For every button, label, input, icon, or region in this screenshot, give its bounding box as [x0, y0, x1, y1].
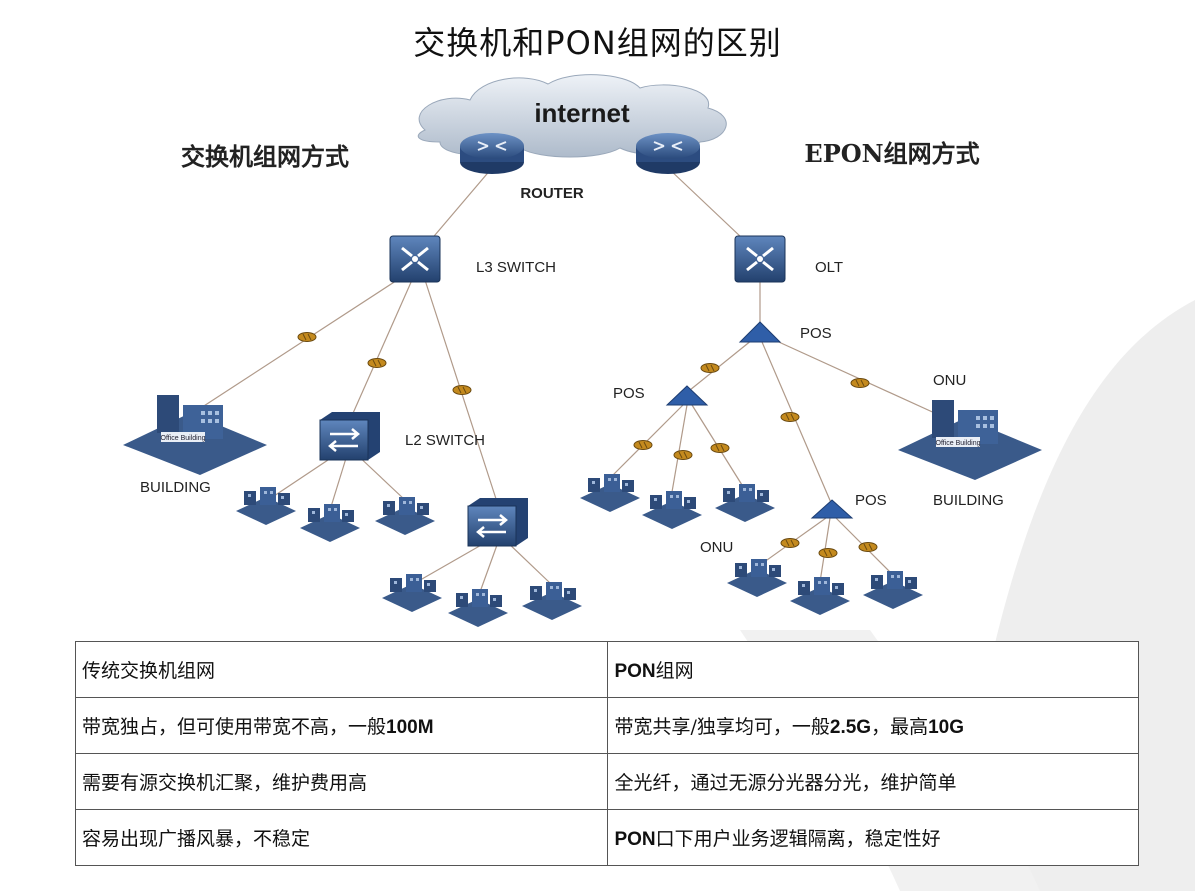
table-row: 需要有源交换机汇聚，维护费用高 全光纤，通过无源分光器分光，维护简单: [74, 753, 1139, 810]
cell-text: 需要有源交换机汇聚，维护费用高: [82, 772, 368, 794]
onu-right-label: ONU: [933, 372, 966, 389]
table-cell-left: 传统交换机组网: [74, 641, 609, 698]
cell-text: 10G: [928, 717, 965, 738]
cell-text: 组网: [655, 660, 694, 682]
pos-left: [665, 385, 709, 406]
router-label: ROUTER: [520, 185, 584, 202]
router-right: [636, 133, 700, 174]
router-left: [460, 133, 524, 174]
cell-text: 2.5G: [829, 717, 872, 738]
olt-label: OLT: [815, 259, 843, 276]
table-cell-right: 带宽共享/独享均可，一般2.5G，最高10G: [607, 697, 1139, 754]
cell-text: ，最高: [871, 716, 929, 738]
switch-network-heading: 交换机组网方式: [181, 142, 349, 171]
cell-text: 带宽共享/独享均可，一般: [614, 716, 830, 738]
table-cell-right: PON口下用户业务逻辑隔离，稳定性好: [607, 809, 1139, 866]
building-left: Office Building: [123, 395, 267, 475]
pos-top: [738, 321, 782, 343]
cell-text: 带宽独占，但可使用带宽不高，一般: [82, 716, 387, 738]
l2-switch-1: [319, 412, 380, 461]
table-cell-left: 带宽独占，但可使用带宽不高，一般100M: [74, 697, 609, 754]
cell-text: PON: [614, 829, 656, 850]
cell-text: 口下用户业务逻辑隔离，稳定性好: [655, 828, 941, 850]
epon-network-heading: EPON组网方式: [804, 139, 979, 168]
cell-text: 容易出现广播风暴，不稳定: [82, 828, 311, 850]
cell-text: PON: [614, 661, 656, 682]
building-left-sign: Office Building: [160, 435, 205, 442]
olt: [734, 235, 786, 283]
table-cell-right: PON组网: [607, 641, 1139, 698]
table-row: 传统交换机组网 PON组网: [74, 641, 1139, 698]
pos-bottom: [810, 499, 854, 519]
pos-bottom-label: POS: [855, 492, 887, 509]
cell-text: 传统交换机组网: [82, 660, 216, 682]
table-cell-left: 容易出现广播风暴，不稳定: [74, 809, 609, 866]
l2-switch-2: [467, 498, 528, 547]
l2-switch-label: L2 SWITCH: [405, 432, 485, 449]
building-right: Office Building: [898, 400, 1042, 480]
l3-switch-label: L3 SWITCH: [476, 259, 556, 276]
pos-left-label: POS: [613, 385, 645, 402]
internet-label: internet: [534, 98, 630, 128]
cell-text: 100M: [386, 717, 434, 738]
table-cell-left: 需要有源交换机汇聚，维护费用高: [74, 753, 609, 810]
building-right-label: BUILDING: [933, 492, 1004, 509]
page-title: 交换机和PON组网的区别: [413, 24, 782, 62]
cell-text: 全光纤，通过无源分光器分光，维护简单: [614, 772, 957, 794]
building-right-sign: Office Building: [935, 440, 980, 447]
table-cell-right: 全光纤，通过无源分光器分光，维护简单: [607, 753, 1139, 810]
building-left-label: BUILDING: [140, 479, 211, 496]
pos-top-label: POS: [800, 325, 832, 342]
onu-bottom-label: ONU: [700, 539, 733, 556]
table-row: 容易出现广播风暴，不稳定 PON口下用户业务逻辑隔离，稳定性好: [74, 809, 1139, 866]
l3-switch: [389, 235, 441, 283]
